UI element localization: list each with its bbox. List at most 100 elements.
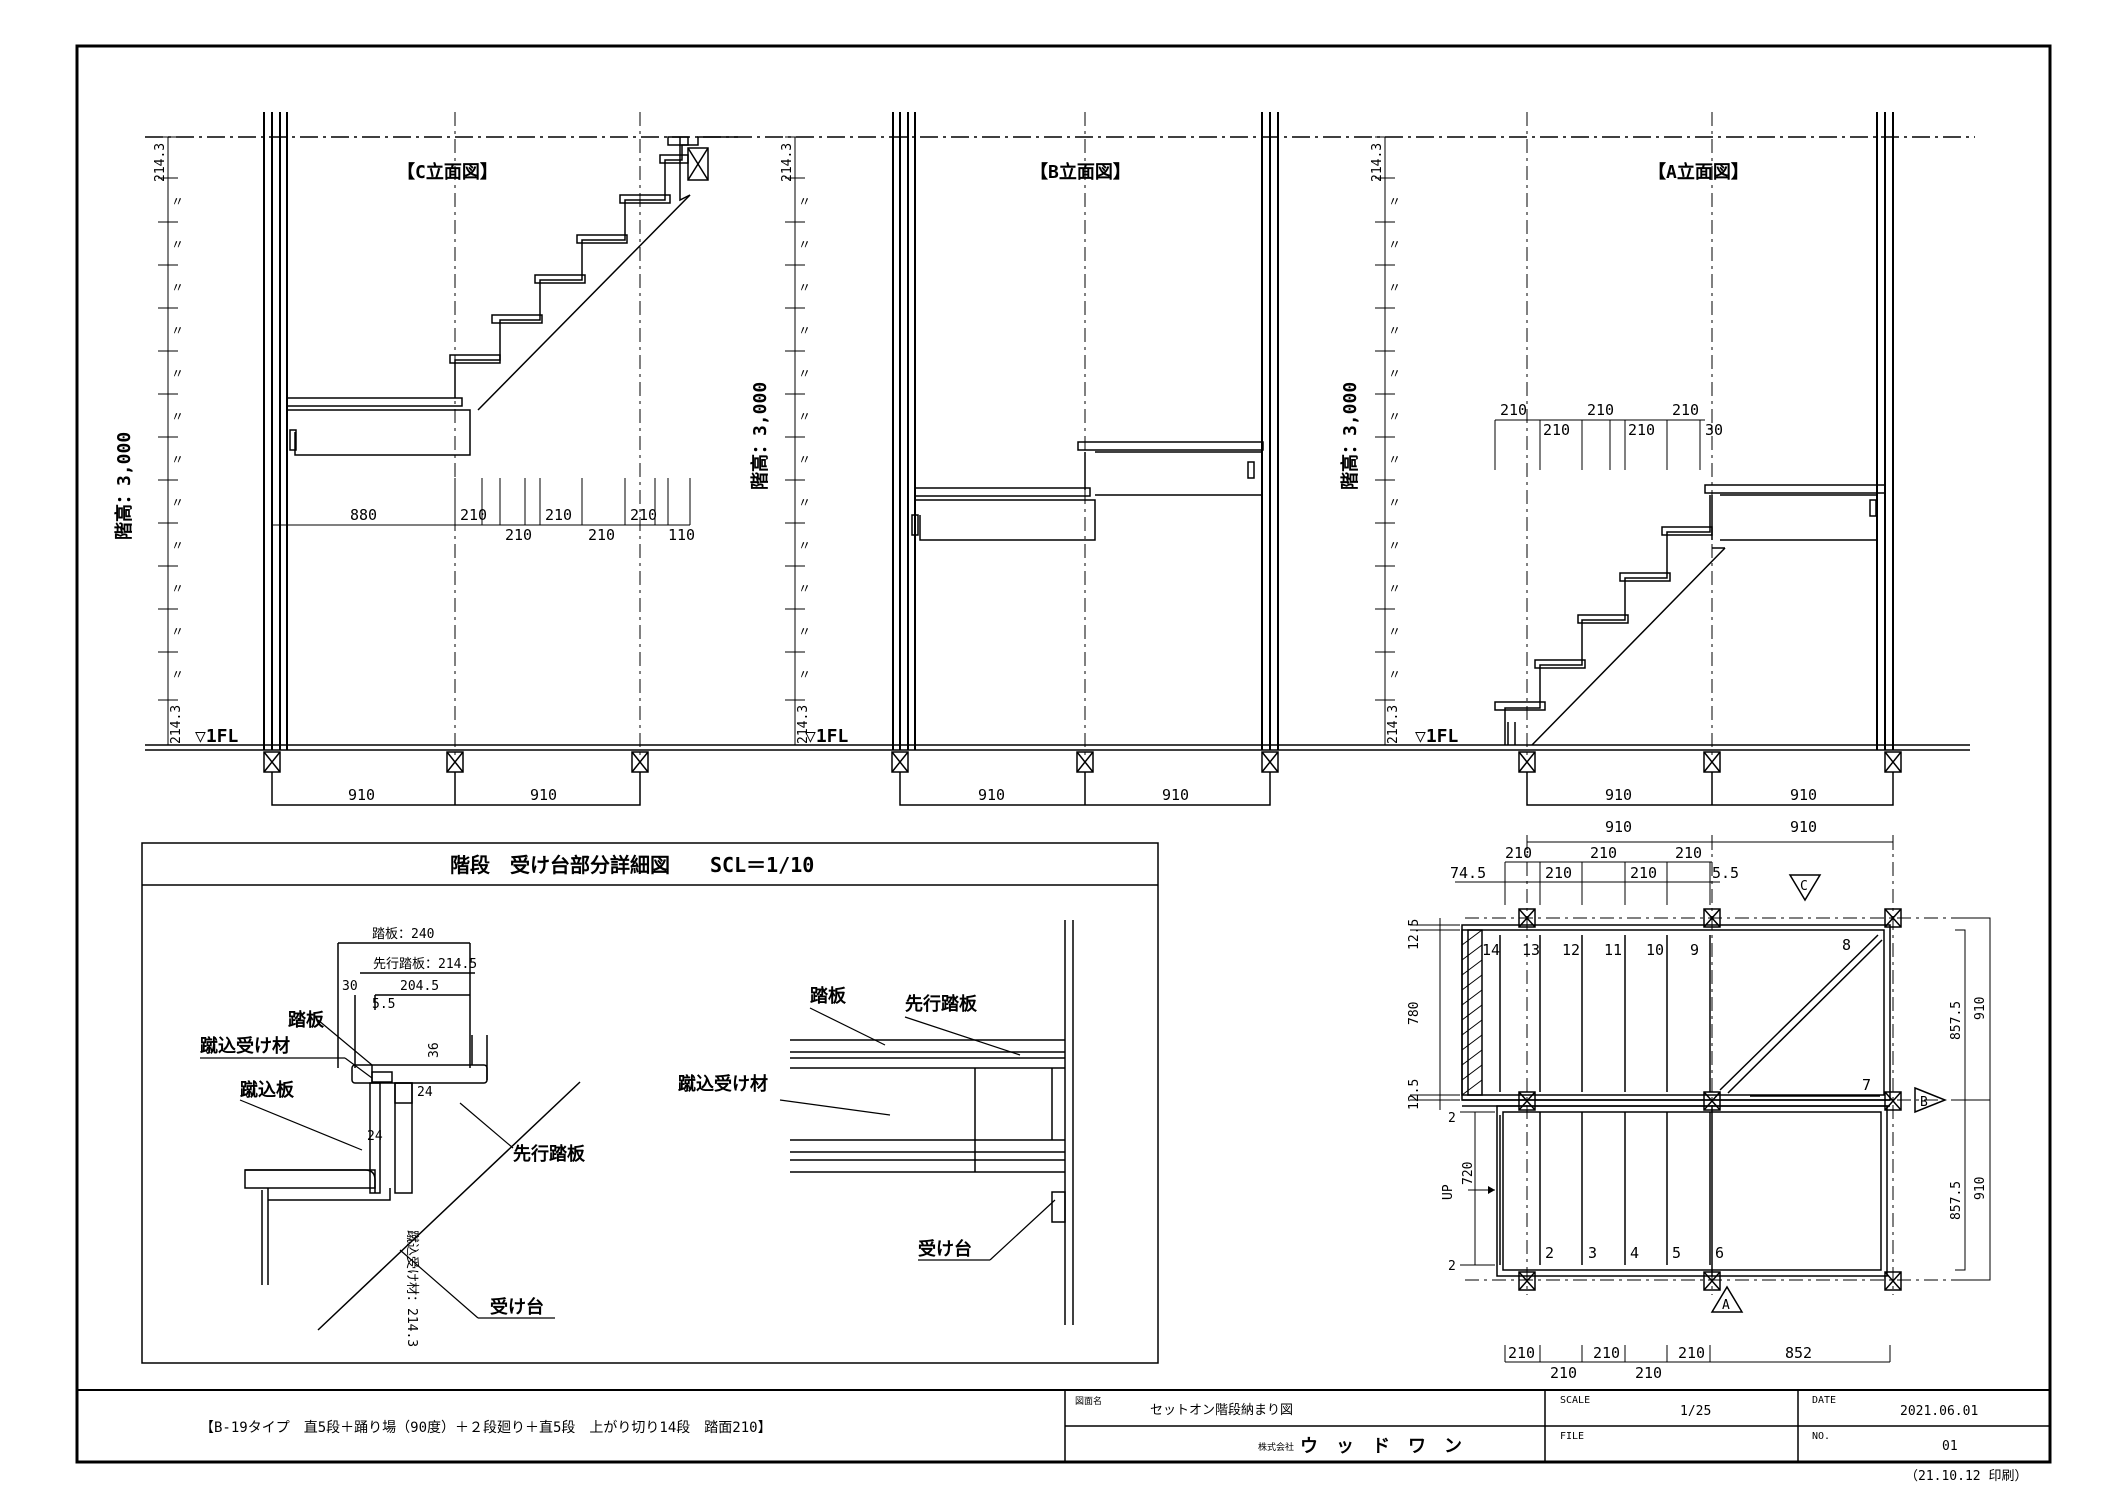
svg-text:36: 36 [427, 1042, 442, 1058]
svg-text:210: 210 [1593, 1344, 1620, 1362]
svg-text:910: 910 [348, 786, 375, 804]
a-elevation-title: 【A立面図】 [1648, 161, 1749, 183]
a-fl-label: ▽1FL [1415, 726, 1459, 747]
label2-fumiita: 踏板 [810, 985, 847, 1007]
svg-text:〃: 〃 [798, 195, 811, 210]
svg-text:8: 8 [1842, 936, 1851, 954]
svg-text:214.3: 214.3 [1370, 143, 1385, 182]
print-date: （21.10.12 印刷） [1905, 1469, 2027, 1484]
svg-text:880: 880 [350, 506, 377, 524]
svg-text:210: 210 [1543, 421, 1570, 439]
svg-text:210: 210 [505, 526, 532, 544]
svg-text:210: 210 [1550, 1364, 1577, 1382]
svg-text:24: 24 [367, 1129, 383, 1144]
svg-text:12.5: 12.5 [1407, 1079, 1422, 1110]
svg-text:〃: 〃 [798, 410, 811, 425]
svg-text:先行踏板：214.5: 先行踏板：214.5 [373, 957, 477, 972]
svg-text:13: 13 [1522, 941, 1540, 959]
c-top-dim: 214.3 [153, 143, 168, 182]
svg-text:4: 4 [1630, 1244, 1639, 1262]
svg-text:910: 910 [1790, 786, 1817, 804]
drawing-description: 【B-19タイプ 直5段＋踊り場（90度）＋２段廻り＋直5段 上がり切り14段 … [200, 1419, 772, 1436]
svg-text:210: 210 [460, 506, 487, 524]
svg-text:110: 110 [668, 526, 695, 544]
label2-keikomi-uke: 蹴込受け材 [678, 1073, 768, 1095]
svg-text:〃: 〃 [1388, 496, 1401, 511]
label-uketai: 受け台 [490, 1296, 544, 1318]
detail-title: 階段 受け台部分詳細図 SCL＝1/10 [450, 853, 814, 877]
svg-text:5: 5 [1672, 1244, 1681, 1262]
svg-text:210: 210 [1678, 1344, 1705, 1362]
svg-text:210: 210 [1630, 864, 1657, 882]
label2-senko: 先行踏板 [905, 993, 978, 1015]
svg-text:14: 14 [1482, 941, 1500, 959]
c-bottom-dim: 214.3 [169, 705, 184, 744]
svg-text:〃: 〃 [1388, 410, 1401, 425]
svg-text:910: 910 [1605, 818, 1632, 836]
b-fl-label: ▽1FL [805, 726, 849, 747]
svg-text:214.3: 214.3 [796, 705, 811, 744]
svg-text:210: 210 [588, 526, 615, 544]
svg-text:204.5: 204.5 [400, 979, 439, 994]
svg-text:214.3: 214.3 [1386, 705, 1401, 744]
svg-text:〃: 〃 [1388, 238, 1401, 253]
svg-text:DATE: DATE [1812, 1395, 1836, 1406]
scale-value: 1/25 [1680, 1404, 1711, 1419]
detail-section: 階段 受け台部分詳細図 SCL＝1/10 踏板：240 先行踏板： [141, 842, 1159, 1364]
label-keikomi: 蹴込板 [240, 1079, 295, 1101]
svg-text:210: 210 [1587, 401, 1614, 419]
svg-text:〃: 〃 [798, 582, 811, 597]
svg-text:〃: 〃 [171, 496, 184, 511]
svg-text:910: 910 [1973, 1177, 1988, 1200]
svg-text:2: 2 [1448, 1259, 1456, 1274]
svg-text:〃: 〃 [171, 668, 184, 683]
svg-text:〃: 〃 [798, 281, 811, 296]
svg-text:〃: 〃 [171, 453, 184, 468]
svg-text:〃: 〃 [171, 410, 184, 425]
svg-text:〃: 〃 [1388, 367, 1401, 382]
svg-text:210: 210 [1545, 864, 1572, 882]
svg-text:A: A [1722, 1298, 1730, 1313]
svg-text:910: 910 [1973, 997, 1988, 1020]
c-fl-label: ▽1FL [195, 726, 239, 747]
svg-text:〃: 〃 [171, 324, 184, 339]
company-name: ウ ッ ド ワ ン [1300, 1436, 1462, 1457]
drawing-name: セットオン階段納まり図 [1150, 1403, 1293, 1418]
marker-c-icon [1788, 874, 1822, 902]
svg-text:3: 3 [1588, 1244, 1597, 1262]
svg-text:2: 2 [1545, 1244, 1554, 1262]
svg-text:〃: 〃 [171, 625, 184, 640]
label2-uketai: 受け台 [918, 1238, 972, 1260]
svg-text:210: 210 [545, 506, 572, 524]
svg-text:〃: 〃 [171, 281, 184, 296]
svg-text:6: 6 [1715, 1244, 1724, 1262]
svg-text:〃: 〃 [1388, 324, 1401, 339]
svg-text:210: 210 [1505, 844, 1532, 862]
svg-text:210: 210 [1635, 1364, 1662, 1382]
svg-text:〃: 〃 [1388, 453, 1401, 468]
svg-text:踏板：240: 踏板：240 [372, 927, 434, 942]
title-block: 【B-19タイプ 直5段＋踊り場（90度）＋２段廻り＋直5段 上がり切り14段 … [77, 1389, 2050, 1484]
svg-text:10: 10 [1646, 941, 1664, 959]
b-floor-height: 階高：3,000 [749, 382, 771, 490]
svg-text:〃: 〃 [171, 582, 184, 597]
label-fumiita: 踏板 [288, 1009, 325, 1031]
svg-text:11: 11 [1604, 941, 1622, 959]
svg-text:910: 910 [1790, 818, 1817, 836]
svg-text:24: 24 [417, 1085, 433, 1100]
svg-text:30: 30 [1705, 421, 1723, 439]
svg-text:〃: 〃 [798, 668, 811, 683]
svg-text:12.5: 12.5 [1407, 919, 1422, 950]
floor-lines [145, 744, 1970, 751]
c-floor-height: 階高：3,000 [113, 432, 135, 540]
svg-text:SCALE: SCALE [1560, 1395, 1590, 1406]
svg-text:910: 910 [978, 786, 1005, 804]
svg-text:7: 7 [1862, 1076, 1871, 1094]
svg-text:〃: 〃 [171, 539, 184, 554]
svg-text:〃: 〃 [798, 539, 811, 554]
label-senko: 先行踏板 [513, 1143, 586, 1165]
c-elevation-title: 【C立面図】 [397, 161, 498, 183]
svg-text:〃: 〃 [798, 496, 811, 511]
number-value: 01 [1942, 1439, 1958, 1454]
